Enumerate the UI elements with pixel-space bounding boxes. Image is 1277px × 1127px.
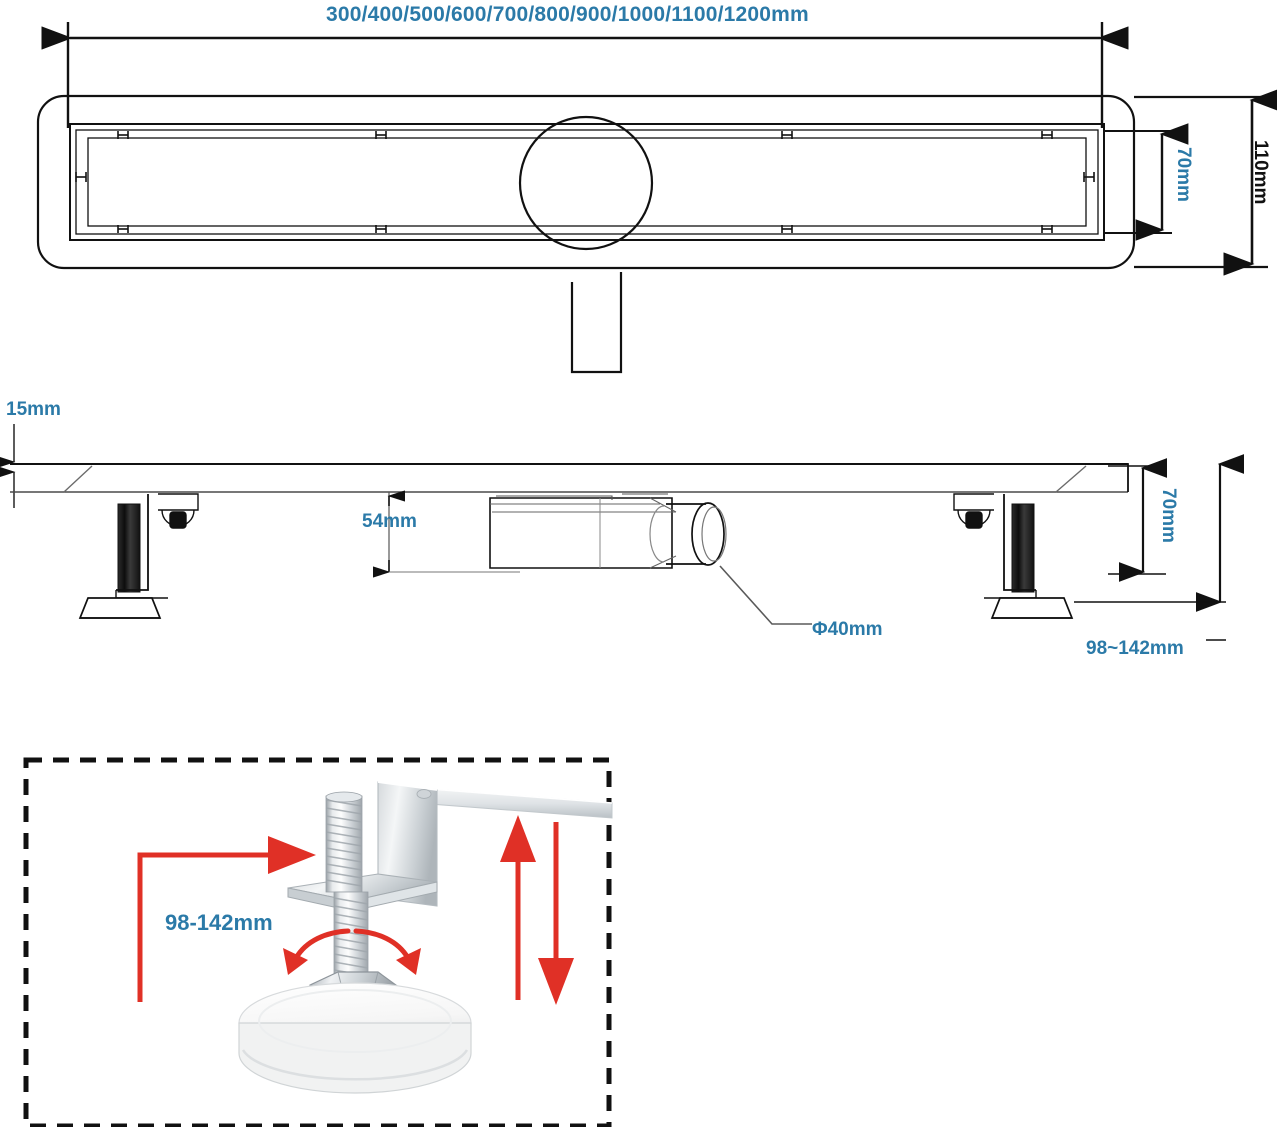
side-view-group	[0, 424, 1245, 641]
detail-range-arrow	[137, 852, 272, 1002]
body-height-label: 70mm	[1158, 488, 1179, 543]
outlet-diameter-label: Φ40mm	[812, 619, 883, 640]
right-leg-assembly	[953, 493, 1074, 619]
flange-right-edge	[1096, 463, 1129, 492]
detail-inset-group	[23, 757, 613, 1127]
detail-inset-border	[23, 757, 612, 1127]
rotation-arrowhead-right	[396, 948, 421, 975]
left-leg-clip	[158, 493, 199, 529]
rotation-arrowhead-left	[283, 948, 308, 975]
grate-frame-outer	[69, 123, 1105, 241]
clip-top-1	[117, 131, 129, 139]
flange-slope-left	[63, 465, 93, 493]
clip-top-4	[1041, 131, 1053, 139]
top-view-group	[36, 22, 1277, 374]
left-leg-assembly	[78, 493, 199, 619]
foot-range-label: 98~142mm	[1086, 638, 1184, 659]
clip-top-3	[781, 131, 793, 139]
outlet-diameter-leader	[719, 565, 812, 625]
outlet-pipe	[649, 502, 727, 566]
channel-depth-label: 54mm	[362, 511, 417, 532]
clip-top-2	[375, 131, 387, 139]
detail-rotation-arrows	[293, 928, 411, 961]
clip-bottom-2	[375, 225, 387, 233]
right-leg-clip	[953, 493, 994, 529]
drain-housing-outline	[36, 94, 1136, 270]
outlet-stub	[570, 272, 623, 374]
clip-bottom-3	[781, 225, 793, 233]
detail-channel-rail	[429, 788, 613, 819]
drain-body-section	[489, 493, 677, 569]
inner-width-dimension-label: 70mm	[1173, 147, 1194, 202]
grate-frame-inner	[75, 129, 1099, 235]
flange-thickness-label: 15mm	[6, 399, 61, 420]
detail-range-arrowhead	[268, 836, 316, 874]
flange-slope-right	[1055, 465, 1087, 493]
clip-right	[1083, 172, 1095, 182]
outlet-boss-circle	[518, 115, 654, 251]
outer-width-dimension-label: 110mm	[1250, 140, 1271, 205]
detail-range-label: 98-142mm	[165, 910, 273, 935]
clip-left	[75, 172, 87, 182]
outer-width-dimension	[1134, 95, 1268, 269]
detail-threaded-rod-upper	[325, 791, 363, 893]
detail-updown-arrows	[500, 815, 574, 1005]
grate-clip-marks	[75, 131, 1095, 233]
length-dimension-label: 300/400/500/600/700/800/900/1000/1100/12…	[326, 3, 809, 26]
grate-panel	[87, 137, 1087, 227]
channel-depth-dimension	[373, 490, 520, 578]
clip-bottom-1	[117, 225, 129, 233]
clip-bottom-4	[1041, 225, 1053, 233]
detail-bracket-plate	[377, 781, 438, 907]
detail-foot-base	[238, 982, 472, 1094]
